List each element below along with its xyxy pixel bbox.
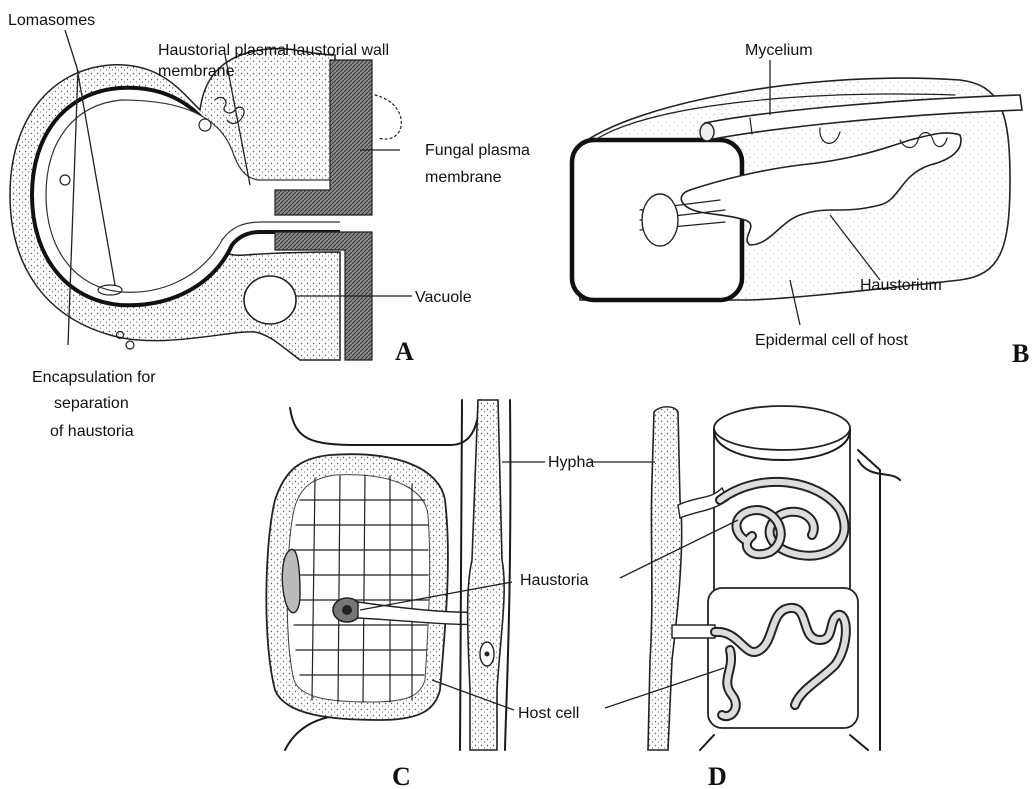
hypha-vertical xyxy=(648,407,682,750)
label-haustorium: Haustorium xyxy=(860,277,942,294)
label-encapsulation-1: Encapsulation for xyxy=(32,369,156,386)
label-haustoria: Haustoria xyxy=(520,572,589,589)
hypha-column xyxy=(468,400,505,750)
hypha-nucleolus xyxy=(485,652,490,657)
label-encapsulation-2: separation xyxy=(54,395,129,412)
label-fungal-plasma-membrane-2: membrane xyxy=(425,169,502,186)
label-mycelium: Mycelium xyxy=(745,42,813,59)
panel-letter-c: C xyxy=(392,762,411,789)
fungal-plasma-membrane xyxy=(375,95,401,139)
mycelium-end xyxy=(700,123,714,141)
label-hypha: Hypha xyxy=(548,454,594,471)
cell-boundary-right xyxy=(858,450,900,750)
hypha-wall-left xyxy=(460,400,462,750)
hypha-branch-lower xyxy=(672,625,715,638)
label-epidermal-cell: Epidermal cell of host xyxy=(755,332,909,349)
leader-lomasomes xyxy=(65,30,77,68)
label-encapsulation-3: of haustoria xyxy=(50,423,134,440)
panel-d: D xyxy=(590,406,900,789)
label-haustorial-plasma-membrane-1: Haustorial plasma xyxy=(158,42,286,59)
cell-boundary-lower xyxy=(700,735,868,750)
host-cell-upper-top xyxy=(714,406,850,450)
panel-letter-a: A xyxy=(395,337,414,366)
adjacent-cell-bottom xyxy=(285,715,350,750)
label-haustorial-wall: Haustorial wall xyxy=(285,42,389,59)
haustorium-origin xyxy=(642,194,678,246)
panel-a: Lomasomes Haustorial plasma membrane Hau… xyxy=(8,12,530,440)
panel-c: Hypha Haustoria Host cell C xyxy=(266,400,594,789)
organelle xyxy=(126,341,134,349)
label-haustorial-plasma-membrane-2: membrane xyxy=(158,63,235,80)
vacuole-network xyxy=(287,475,429,702)
hypha-wall-right xyxy=(505,400,510,750)
label-lomasomes: Lomasomes xyxy=(8,12,95,29)
panel-letter-b: B xyxy=(1012,339,1029,368)
panel-letter-d: D xyxy=(708,762,727,789)
label-fungal-plasma-membrane-1: Fungal plasma xyxy=(425,142,530,159)
adjacent-cell-top xyxy=(290,400,480,445)
vacuole xyxy=(244,276,296,324)
haustorium-knob-core xyxy=(342,605,352,615)
panel-b: Mycelium Haustorium Epidermal cell of ho… xyxy=(572,42,1029,368)
label-vacuole: Vacuole xyxy=(415,289,472,306)
label-host-cell: Host cell xyxy=(518,705,579,722)
